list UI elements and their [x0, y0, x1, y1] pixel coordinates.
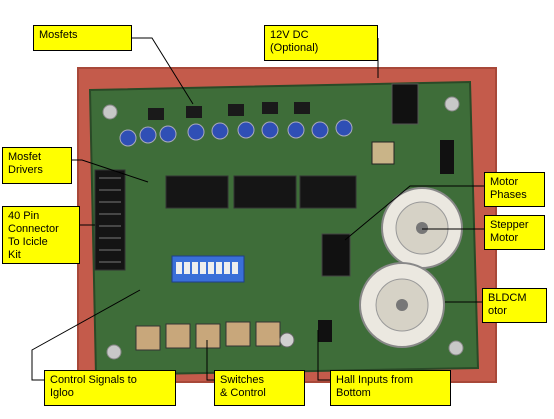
callout-hall-inputs: Hall Inputs from Bottom	[330, 370, 451, 406]
leader-lines	[31, 37, 484, 381]
callout-bldcm: BLDCM otor	[482, 288, 547, 323]
callout-mosfets: Mosfets	[33, 25, 132, 51]
callout-mosfet-drivers: Mosfet Drivers	[2, 147, 72, 184]
dc-jack	[391, 83, 419, 125]
mounting-hole	[448, 340, 464, 356]
mosfet-driver-ics	[165, 175, 357, 209]
side-switch	[440, 140, 454, 174]
mosfets-row	[148, 102, 310, 120]
callout-switches-control: Switches & Control	[214, 370, 305, 406]
mounting-hole	[106, 344, 122, 360]
mounting-hole	[444, 96, 460, 112]
push-buttons	[135, 321, 281, 351]
callout-stepper-motor: Stepper Motor	[484, 215, 545, 250]
callout-12v-dc: 12V DC (Optional)	[264, 25, 378, 61]
pin40-connector	[94, 169, 126, 271]
motor-phase-header	[321, 233, 351, 277]
callout-motor-phases: Motor Phases	[484, 172, 545, 207]
capacitors	[119, 119, 353, 147]
callout-control-signals: Control Signals to Igloo	[44, 370, 176, 406]
mounting-hole	[102, 104, 118, 120]
callout-40-pin-connector: 40 Pin Connector To Icicle Kit	[2, 206, 80, 264]
